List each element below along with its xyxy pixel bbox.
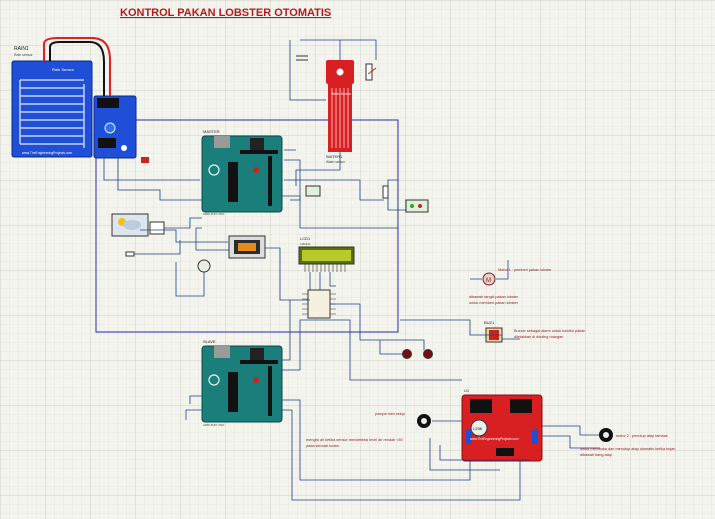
- rain-module-pins: [97, 98, 119, 108]
- water-board-text: Water Sensor: [331, 92, 352, 96]
- slave-power-jack: [250, 348, 264, 360]
- wires: [103, 39, 600, 501]
- l298-driver[interactable]: U1 L298 www.TheEngineeringProjects.com: [461, 388, 543, 462]
- slave-label: SLAVE: [203, 339, 216, 344]
- master-header-top: [240, 150, 278, 154]
- rain-board-url: www.TheEngineeringProjects.com: [22, 151, 72, 155]
- rain-led-indicator: [141, 157, 149, 163]
- master-power-jack: [250, 138, 264, 150]
- lcd-screen: [302, 250, 351, 261]
- note-pump-desc-2: pada sebuah kolam: [306, 444, 339, 448]
- note-motor2-desc-1: untuk membuka dan menutup atap otomatis …: [580, 447, 675, 451]
- buzzer-label: BUZ1: [484, 320, 495, 325]
- water-sensor-led: [336, 68, 344, 76]
- motor-2[interactable]: [599, 428, 613, 442]
- l298-chip-text: L298: [473, 426, 483, 431]
- slave-reset: [253, 377, 259, 383]
- note-buzzer-2: diletakkan di dinding ruangan: [514, 335, 563, 339]
- note-pump-desc-1: mengisi air ketika sensor mendeteksi lev…: [306, 438, 403, 442]
- rtc-display[interactable]: [228, 235, 266, 259]
- relay-module[interactable]: [305, 185, 429, 213]
- note-pump: pompa mini celup: [375, 412, 405, 416]
- water-sensor[interactable]: Water Sensor WATER1 Water sensor: [326, 60, 354, 164]
- water-sensor-sub: Water sensor: [326, 160, 346, 164]
- note-motor1-desc-2: untuk memberi pakan lobster: [469, 301, 519, 305]
- master-board: [201, 135, 283, 213]
- rain-sensor[interactable]: RAIN1 Rain sensor Rain Sensor www.TheEng…: [11, 37, 149, 163]
- capacitor[interactable]: [296, 55, 308, 61]
- master-usb: [214, 136, 230, 148]
- ammeter[interactable]: [197, 259, 211, 273]
- rain-sensor-label: RAIN1: [14, 46, 29, 52]
- rain-module-chip: [98, 138, 116, 148]
- arduino-master[interactable]: MASTER ARDUINO UNO: [201, 129, 283, 216]
- rain-sensor-cable-black: [49, 41, 105, 96]
- rain-sensor-board: [11, 60, 93, 158]
- lcd-display[interactable]: LCD1 LM016L: [298, 236, 355, 272]
- master-label: MASTER: [203, 129, 220, 134]
- lcd-pins: [304, 264, 346, 272]
- slave-header-top: [240, 360, 278, 364]
- slave-logo: [208, 374, 220, 386]
- notes: Motor 1 : pemberi pakan lobster dibawah …: [306, 268, 675, 457]
- note-motor1-desc-1: dibawah tangki pakan lobster: [469, 295, 519, 299]
- arduino-slave[interactable]: SLAVE ARDUINO UNO: [201, 339, 283, 427]
- master-reset: [253, 167, 259, 173]
- rain-sensor-traces: [19, 79, 85, 148]
- note-buzzer-1: Buzzer sebagai alarm untuk kondisi pakan: [514, 329, 585, 333]
- slave-board: [201, 345, 283, 423]
- slave-sub: ARDUINO UNO: [203, 423, 225, 427]
- master-header-side: [268, 156, 272, 206]
- master-mcu: [228, 162, 238, 202]
- master-sub: ARDUINO UNO: [203, 212, 225, 216]
- rain-module-hole: [121, 145, 127, 151]
- weather-sensor[interactable]: [111, 213, 165, 237]
- rain-sensor-cable-red: [43, 37, 111, 96]
- master-logo: [208, 164, 220, 176]
- rain-sensor-sub: Rain sensor: [14, 53, 34, 57]
- pump-motor[interactable]: [417, 414, 431, 428]
- l298-label: U1: [464, 388, 470, 393]
- svg-text:M: M: [486, 278, 491, 284]
- water-sensor-strips: [331, 88, 349, 148]
- schematic-title: KONTROL PAKAN LOBSTER OTOMATIS: [120, 7, 331, 19]
- potentiometer[interactable]: [365, 63, 377, 81]
- motor-1[interactable]: M: [482, 272, 496, 286]
- note-motor1: Motor 1 : pemberi pakan lobster: [498, 268, 552, 272]
- slave-usb: [214, 346, 230, 358]
- lcd-label: LCD1: [300, 236, 311, 241]
- note-motor2-desc-2: dibawah tiang atap: [580, 453, 612, 457]
- slave-mcu: [228, 372, 238, 412]
- water-sensor-label: WATER1: [326, 154, 343, 159]
- slave-header-side: [268, 366, 272, 416]
- rain-board-text: Rain Sensor: [52, 67, 75, 72]
- lcd-driver-ic[interactable]: [302, 289, 336, 319]
- lcd-sub: LM016L: [300, 242, 311, 246]
- l298-url: www.TheEngineeringProjects.com: [470, 437, 519, 441]
- note-motor2: motor 2 : penutup atap tambak: [616, 434, 668, 438]
- rain-module-pot: [104, 122, 116, 134]
